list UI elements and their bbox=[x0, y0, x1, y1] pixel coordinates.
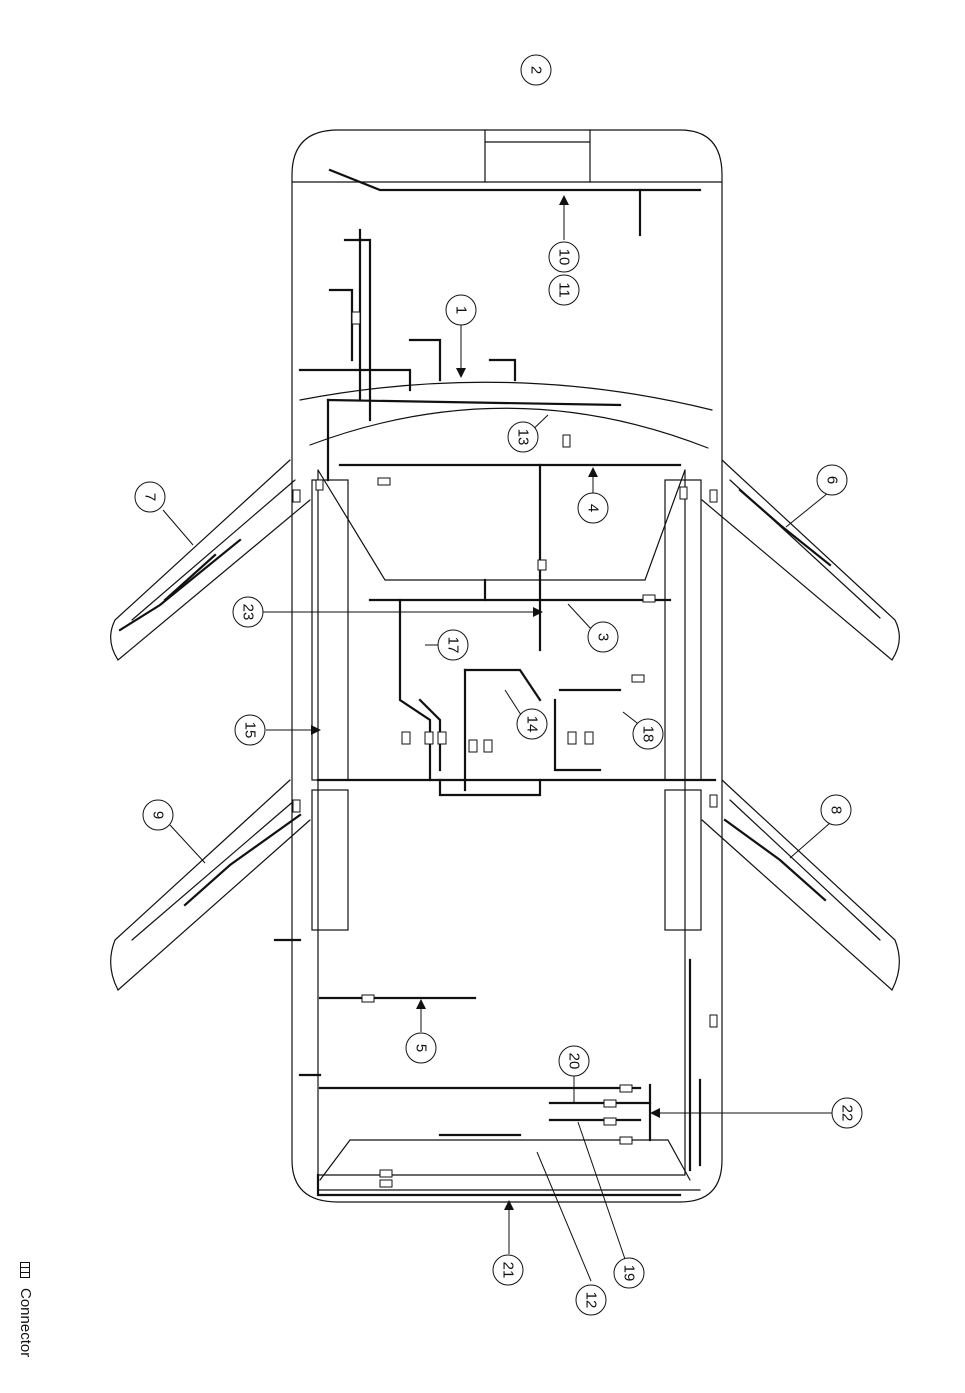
callout-circle bbox=[577, 492, 609, 524]
callout-5: 5 bbox=[405, 1032, 437, 1064]
callout-2: 2 bbox=[520, 54, 552, 86]
callout-13: 13 bbox=[507, 421, 539, 453]
vehicle-body-outline bbox=[291, 129, 723, 1203]
callout-11: 11 bbox=[548, 274, 580, 306]
callout-label: 11 bbox=[556, 282, 573, 298]
callout-21: 21 bbox=[492, 1254, 524, 1286]
callout-circle bbox=[816, 464, 848, 496]
legend: Connector bbox=[6, 1262, 40, 1382]
callout-22: 22 bbox=[831, 1097, 863, 1129]
console-outline bbox=[317, 469, 686, 581]
callout-label: 1 bbox=[453, 306, 470, 314]
callout-6: 6 bbox=[816, 464, 848, 496]
callout-label: 22 bbox=[839, 1105, 856, 1122]
callout-label: 10 bbox=[556, 249, 573, 266]
callout-label: 15 bbox=[242, 722, 259, 739]
callout-10: 10 bbox=[548, 241, 580, 273]
callout-label: 4 bbox=[585, 504, 602, 512]
callout-9: 9 bbox=[142, 799, 174, 831]
callout-circle bbox=[613, 1257, 645, 1289]
callout-circle bbox=[437, 629, 469, 661]
callout-20: 20 bbox=[558, 1045, 590, 1077]
callout-label: 2 bbox=[528, 66, 545, 74]
callout-label: 14 bbox=[524, 716, 541, 733]
callout-4: 4 bbox=[577, 492, 609, 524]
callout-circle bbox=[134, 481, 166, 513]
callout-label: 3 bbox=[595, 633, 612, 641]
callout-label: 8 bbox=[828, 806, 845, 814]
callout-label: 23 bbox=[240, 604, 257, 621]
callout-circle bbox=[632, 718, 664, 750]
callout-circle bbox=[587, 621, 619, 653]
callout-circle bbox=[516, 708, 548, 740]
callout-circle bbox=[558, 1045, 590, 1077]
callout-14: 14 bbox=[516, 708, 548, 740]
callout-label: 5 bbox=[413, 1044, 430, 1052]
callout-circle bbox=[820, 794, 852, 826]
callout-circle bbox=[507, 421, 539, 453]
callout-circle bbox=[575, 1284, 607, 1316]
callout-circle bbox=[445, 294, 477, 326]
callout-circle bbox=[234, 714, 266, 746]
callout-label: 12 bbox=[583, 1292, 600, 1309]
callout-label: 20 bbox=[566, 1053, 583, 1070]
callout-18: 18 bbox=[632, 718, 664, 750]
windshield-arc bbox=[299, 381, 713, 411]
door-rear-right bbox=[701, 779, 900, 991]
callout-17: 17 bbox=[437, 629, 469, 661]
callout-label: 7 bbox=[142, 493, 159, 501]
callout-circle bbox=[232, 596, 264, 628]
callout-label: 19 bbox=[621, 1265, 638, 1282]
callout-12: 12 bbox=[575, 1284, 607, 1316]
callout-circle bbox=[520, 54, 552, 86]
callout-1: 1 bbox=[445, 294, 477, 326]
callout-circle bbox=[548, 241, 580, 273]
callout-circle bbox=[142, 799, 174, 831]
callout-label: 17 bbox=[445, 637, 462, 654]
callout-circle bbox=[548, 274, 580, 306]
callout-label: 21 bbox=[500, 1262, 517, 1279]
callout-label: 18 bbox=[640, 726, 657, 743]
callout-19: 19 bbox=[613, 1257, 645, 1289]
callout-circle bbox=[831, 1097, 863, 1129]
callout-8: 8 bbox=[820, 794, 852, 826]
callout-7: 7 bbox=[134, 481, 166, 513]
door-front-right bbox=[701, 459, 900, 661]
callout-label: 13 bbox=[515, 429, 532, 446]
legend-label: Connector bbox=[17, 1288, 34, 1358]
callout-label: 9 bbox=[150, 811, 167, 819]
door-front-left bbox=[110, 459, 311, 661]
callout-circle bbox=[492, 1254, 524, 1286]
connector-icon bbox=[20, 1262, 31, 1278]
callout-circle bbox=[405, 1032, 437, 1064]
callout-3: 3 bbox=[587, 621, 619, 653]
callout-label: 6 bbox=[824, 476, 841, 484]
callout-23: 23 bbox=[232, 596, 264, 628]
callout-15: 15 bbox=[234, 714, 266, 746]
dashboard-arc bbox=[309, 407, 709, 449]
door-rear-left bbox=[110, 779, 311, 991]
